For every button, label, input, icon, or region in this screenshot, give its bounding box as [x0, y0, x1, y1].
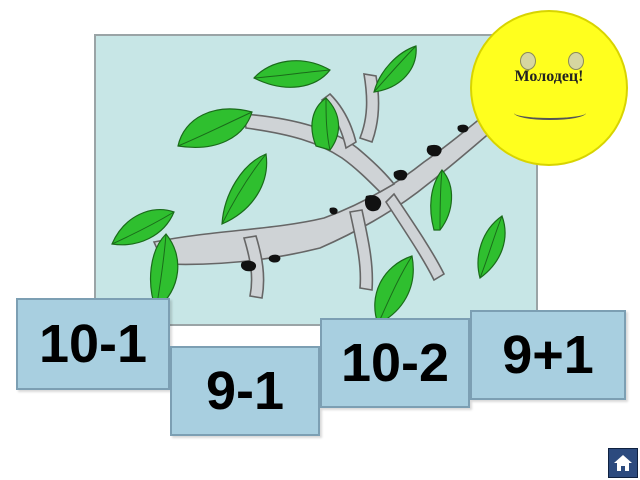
answer-card-9-plus-1[interactable]: 9+1 [470, 310, 626, 400]
answer-card-10-2[interactable]: 10-2 [320, 318, 470, 408]
praise-label: Молодец! [514, 68, 584, 85]
branch-with-leaves-picture [111, 45, 506, 325]
home-button[interactable] [608, 448, 638, 478]
sun-face: Молодец! [470, 10, 628, 166]
right-eye [568, 52, 584, 70]
leaf [221, 153, 268, 225]
bark-spots [240, 124, 469, 272]
leaves [111, 45, 506, 325]
smile [514, 106, 586, 120]
leaf [477, 215, 506, 279]
branch [152, 73, 500, 299]
left-eye [520, 52, 536, 70]
answer-card-9-1[interactable]: 9-1 [170, 346, 320, 436]
home-icon [614, 455, 632, 471]
answer-card-10-1[interactable]: 10-1 [16, 298, 170, 390]
